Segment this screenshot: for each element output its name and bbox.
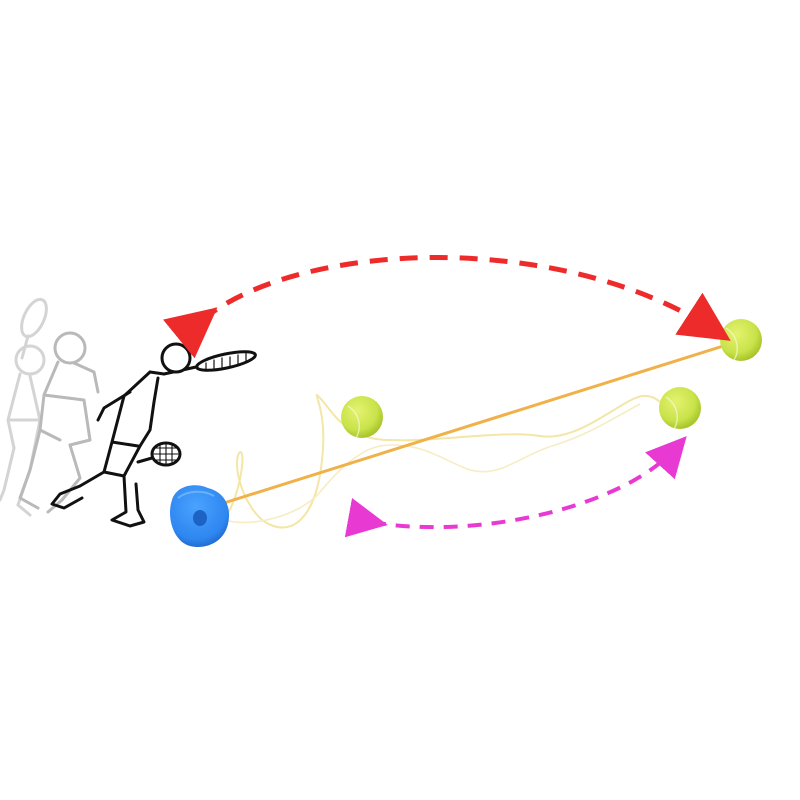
main-rope [207, 340, 737, 510]
racket-icon [195, 350, 257, 372]
tennis-ball-icon [659, 387, 701, 430]
player-ghost-near [18, 331, 100, 514]
elastic-cord-1 [199, 393, 677, 529]
player-swing-icon [50, 342, 257, 528]
tennis-ball-icon [341, 396, 383, 439]
short-return-arrow [344, 436, 687, 538]
rebound-base-icon [170, 485, 230, 548]
tennis-ball-icon [720, 319, 762, 361]
elastic-cord-2 [225, 403, 641, 524]
long-return-arrow [162, 255, 731, 359]
